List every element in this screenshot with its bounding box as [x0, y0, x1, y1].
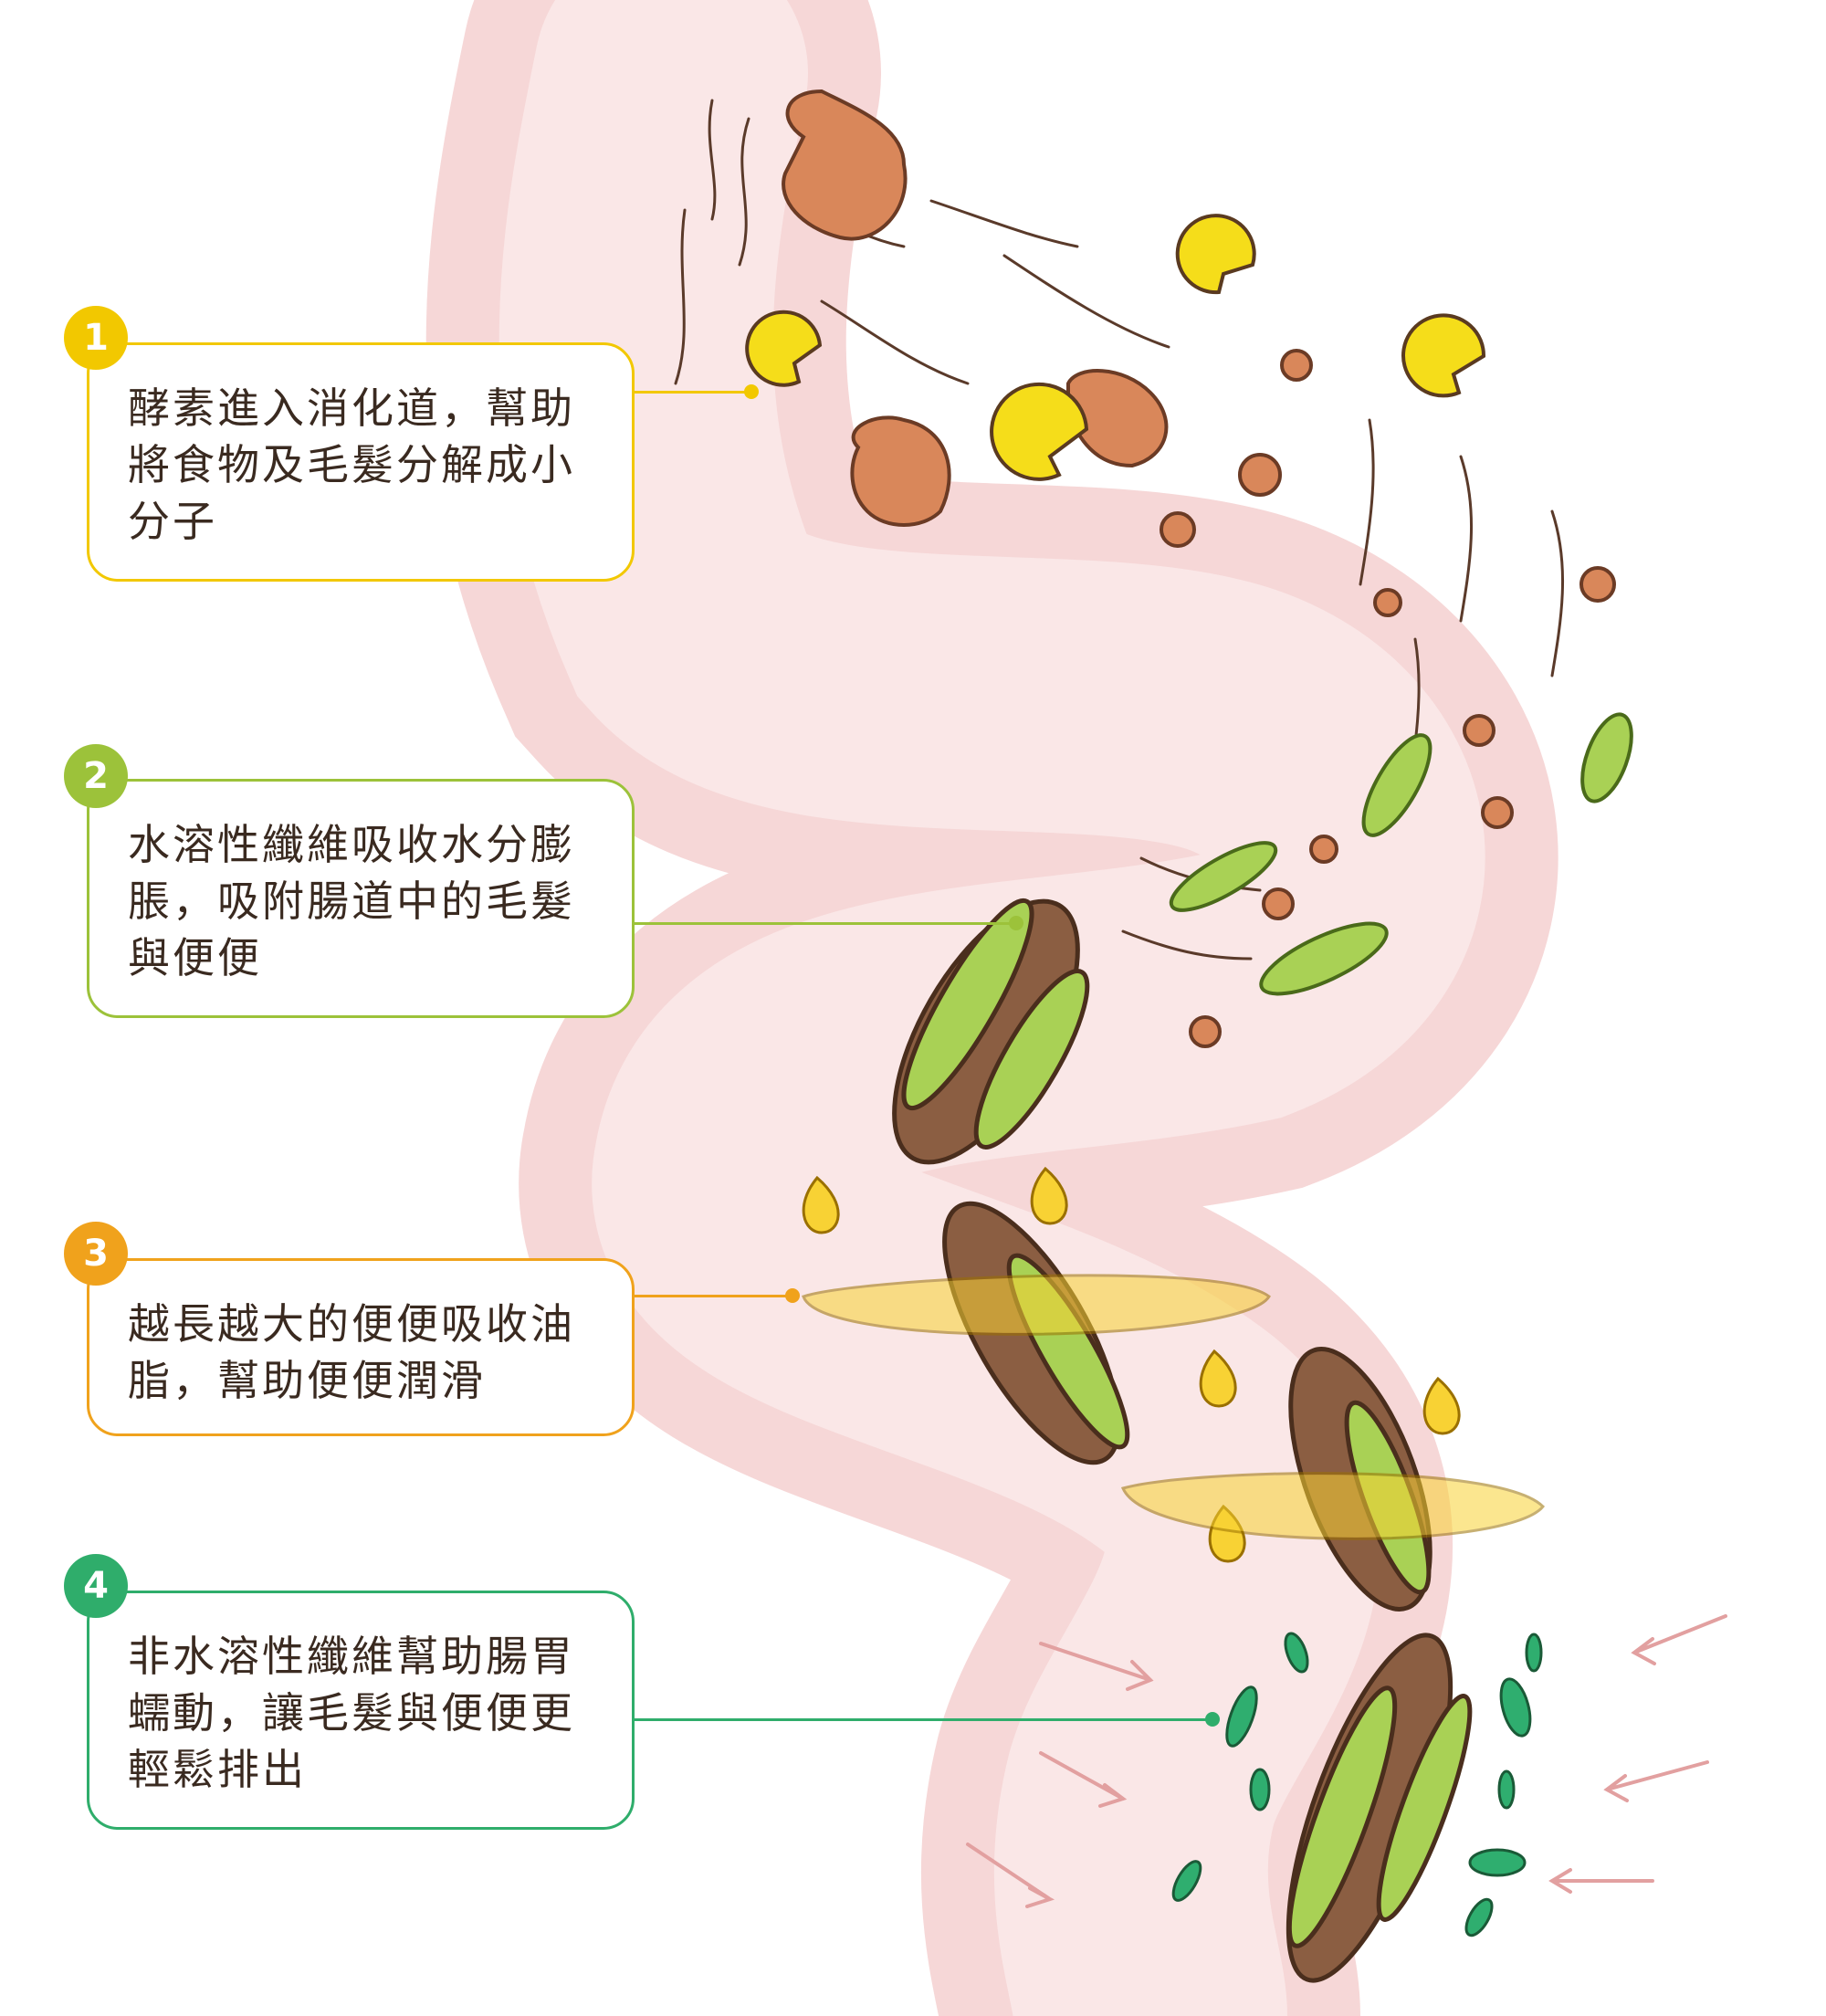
step-3-leader: [635, 1295, 794, 1297]
step-4-text: 非水溶性纖維幫助腸胃蠕動，讓毛髮與便便更輕鬆排出: [128, 1632, 575, 1794]
step-2-callout: 水溶性纖維吸收水分膨脹，吸附腸道中的毛髮與便便: [87, 779, 635, 1018]
insoluble-fibers: [1171, 1632, 1543, 1937]
step-1-callout: 酵素進入消化道，幫助將食物及毛髮分解成小分子: [87, 342, 635, 582]
step-4-badge: 4: [64, 1554, 128, 1618]
step-3-leader-dot: [785, 1288, 800, 1303]
step-2-text: 水溶性纖維吸收水分膨脹，吸附腸道中的毛髮與便便: [128, 820, 575, 982]
step-1-badge: 1: [64, 306, 128, 370]
enzymes: [745, 214, 1486, 481]
step-2-leader: [635, 922, 1018, 925]
step-1-text: 酵素進入消化道，幫助將食物及毛髮分解成小分子: [128, 383, 575, 546]
step-1-leader: [635, 391, 753, 394]
step-2-badge: 2: [64, 744, 128, 808]
step-2-leader-dot: [1009, 916, 1023, 930]
peristalsis-arrows: [966, 1614, 1727, 1908]
step-3-badge: 3: [64, 1222, 128, 1286]
food-particles: [782, 89, 1616, 1048]
step-4-callout: 非水溶性纖維幫助腸胃蠕動，讓毛髮與便便更輕鬆排出: [87, 1591, 635, 1830]
soluble-fibers: [1169, 712, 1633, 996]
step-3-text: 越長越大的便便吸收油脂，幫助便便潤滑: [128, 1299, 575, 1405]
step-3-callout: 越長越大的便便吸收油脂，幫助便便潤滑: [87, 1258, 635, 1436]
step-1-leader-dot: [744, 384, 759, 399]
step-4-leader-dot: [1205, 1712, 1220, 1727]
oil-droplets: [802, 1166, 1546, 1563]
step-4-leader: [635, 1718, 1214, 1721]
